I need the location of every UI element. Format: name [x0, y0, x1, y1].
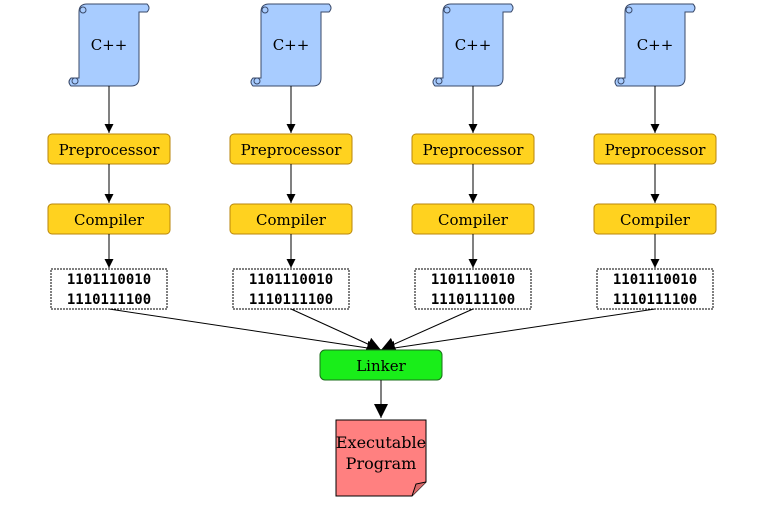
scroll-curl-bottom — [253, 77, 261, 85]
object-to-linker-arrow — [380, 308, 474, 351]
scroll-curl-top — [625, 6, 633, 14]
scroll-curl-top — [79, 6, 87, 14]
compiler-node: Compiler — [47, 203, 171, 235]
scroll-curl-bottom — [617, 77, 625, 85]
compiler-label: Compiler — [438, 211, 509, 229]
scroll-curl-bottom — [71, 77, 79, 85]
source-file-node: C++ — [68, 3, 150, 87]
source-file-label: C++ — [273, 36, 310, 54]
source-file-scroll — [250, 3, 332, 87]
object-file-box — [596, 268, 714, 310]
object-file-binary-line: 1101110010 — [249, 272, 333, 288]
preprocessor-node: Preprocessor — [411, 133, 535, 165]
object-file-box — [414, 268, 532, 310]
object-file-box — [232, 268, 350, 310]
preprocessor-node: Preprocessor — [229, 133, 353, 165]
object-file-node: 1101110010 1110111100 — [50, 268, 168, 310]
compiler-node: Compiler — [229, 203, 353, 235]
object-file-box — [50, 268, 168, 310]
source-file-label: C++ — [455, 36, 492, 54]
object-file-node: 1101110010 1110111100 — [232, 268, 350, 310]
source-file-scroll — [614, 3, 696, 87]
object-file-node: 1101110010 1110111100 — [414, 268, 532, 310]
preprocessor-node: Preprocessor — [47, 133, 171, 165]
linker-node: Linker — [319, 349, 443, 381]
object-to-linker-arrow — [290, 308, 382, 351]
source-file-label: C++ — [91, 36, 128, 54]
scroll-curl-top — [261, 6, 269, 14]
preprocessor-node: Preprocessor — [593, 133, 717, 165]
executable-label-line-1: Executable — [336, 433, 426, 452]
preprocessor-label: Preprocessor — [59, 141, 161, 159]
object-file-binary-line: 1101110010 — [431, 272, 515, 288]
linker-label: Linker — [356, 357, 406, 375]
object-file-binary-line: 1110111100 — [613, 292, 697, 308]
source-file-label: C++ — [637, 36, 674, 54]
compiler-node: Compiler — [411, 203, 535, 235]
object-to-linker-arrow — [108, 308, 382, 355]
compiler-label: Compiler — [620, 211, 691, 229]
executable-program-node: Executable Program — [335, 419, 427, 497]
source-file-scroll — [68, 3, 150, 87]
object-file-binary-line: 1110111100 — [67, 292, 151, 308]
executable-page-curl — [411, 481, 427, 497]
object-file-binary-line: 1110111100 — [249, 292, 333, 308]
executable-label-line-2: Program — [346, 454, 417, 473]
source-file-node: C++ — [250, 3, 332, 87]
preprocessor-label: Preprocessor — [605, 141, 707, 159]
scroll-curl-top — [443, 6, 451, 14]
source-file-node: C++ — [614, 3, 696, 87]
compiler-label: Compiler — [256, 211, 327, 229]
object-file-node: 1101110010 1110111100 — [596, 268, 714, 310]
object-to-linker-arrow — [380, 308, 656, 355]
compiler-node: Compiler — [593, 203, 717, 235]
preprocessor-label: Preprocessor — [241, 141, 343, 159]
object-file-binary-line: 1110111100 — [431, 292, 515, 308]
source-file-node: C++ — [432, 3, 514, 87]
source-file-scroll — [432, 3, 514, 87]
object-file-binary-line: 1101110010 — [67, 272, 151, 288]
preprocessor-label: Preprocessor — [423, 141, 525, 159]
scroll-curl-bottom — [435, 77, 443, 85]
compiler-label: Compiler — [74, 211, 145, 229]
object-file-binary-line: 1101110010 — [613, 272, 697, 288]
